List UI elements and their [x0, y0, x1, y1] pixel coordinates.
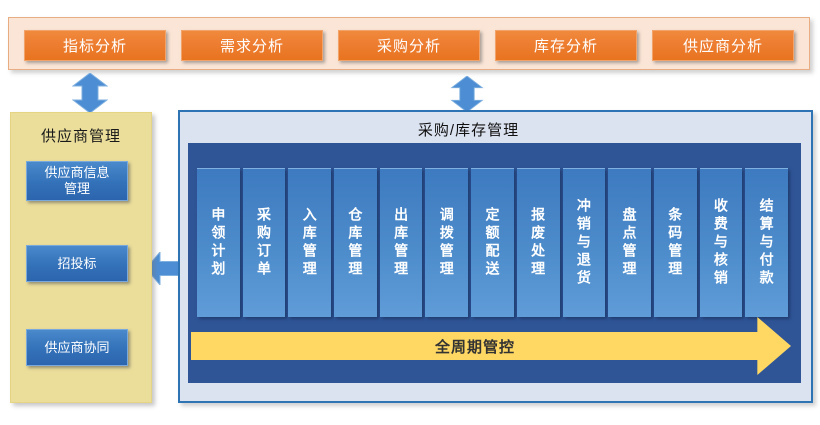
module-label: 收费与核销 — [712, 198, 729, 288]
procurement-panel-title: 采购/库存管理 — [417, 122, 520, 139]
double-arrow-vertical-left-icon — [72, 73, 108, 113]
analysis-item-inventory: 库存分析 — [495, 30, 637, 61]
module-inbound-management: 入库管理 — [288, 168, 332, 317]
analysis-item-supplier: 供应商分析 — [652, 30, 794, 61]
module-warehouse-management: 仓库管理 — [334, 168, 377, 317]
module-columns: 申领计划 采购订单 入库管理 仓库管理 出库管理 调拨管理 定额配送 报废处理 … — [197, 168, 788, 317]
supplier-item-collaboration: 供应商协同 — [26, 329, 128, 366]
module-label: 采购订单 — [256, 207, 273, 279]
module-charging-verification: 收费与核销 — [699, 168, 743, 317]
module-label: 出库管理 — [393, 207, 410, 279]
module-label: 调拨管理 — [438, 207, 455, 279]
module-label: 报废处理 — [530, 207, 547, 279]
analysis-item-indicator: 指标分析 — [24, 30, 166, 61]
module-quota-distribution: 定额配送 — [471, 168, 514, 317]
supplier-panel-title: 供应商管理 — [40, 128, 121, 145]
module-label: 冲销与退货 — [575, 198, 592, 288]
module-label: 盘点管理 — [621, 207, 638, 279]
module-stocktaking: 盘点管理 — [608, 168, 651, 317]
procurement-inventory-panel: 采购/库存管理 申领计划 采购订单 入库管理 仓库管理 出库管理 调拨管理 定额… — [178, 110, 813, 403]
double-arrow-vertical-right-icon — [450, 76, 484, 112]
module-purchase-order: 采购订单 — [242, 168, 286, 317]
module-scrap-handling: 报废处理 — [516, 168, 560, 317]
module-requisition-plan: 申领计划 — [197, 168, 240, 317]
analysis-bar: 指标分析 需求分析 采购分析 库存分析 供应商分析 — [8, 17, 810, 70]
analysis-item-demand: 需求分析 — [181, 30, 323, 61]
supplier-item-info-management: 供应商信息管理 — [26, 161, 128, 201]
supplier-management-panel: 供应商管理 供应商信息管理 招投标 供应商协同 — [10, 112, 152, 403]
module-label: 仓库管理 — [347, 207, 364, 279]
full-cycle-arrow-label: 全周期管控 — [434, 338, 515, 356]
module-label: 申领计划 — [210, 207, 227, 279]
module-outbound-management: 出库管理 — [379, 168, 423, 317]
module-writeoff-returns: 冲销与退货 — [562, 168, 606, 317]
analysis-item-procurement: 采购分析 — [338, 30, 480, 61]
right-arrow-icon — [191, 317, 791, 375]
module-label: 定额配送 — [484, 207, 501, 279]
module-barcode-management: 条码管理 — [653, 168, 697, 317]
module-settlement-payment: 结算与付款 — [745, 168, 788, 317]
procurement-inner-box: 申领计划 采购订单 入库管理 仓库管理 出库管理 调拨管理 定额配送 报废处理 … — [188, 143, 801, 383]
module-label: 结算与付款 — [758, 198, 775, 288]
module-transfer-management: 调拨管理 — [425, 168, 469, 317]
module-label: 条码管理 — [667, 207, 684, 279]
supplier-item-bidding: 招投标 — [26, 245, 128, 282]
module-label: 入库管理 — [301, 207, 318, 279]
full-cycle-arrow: 全周期管控 — [191, 317, 791, 375]
